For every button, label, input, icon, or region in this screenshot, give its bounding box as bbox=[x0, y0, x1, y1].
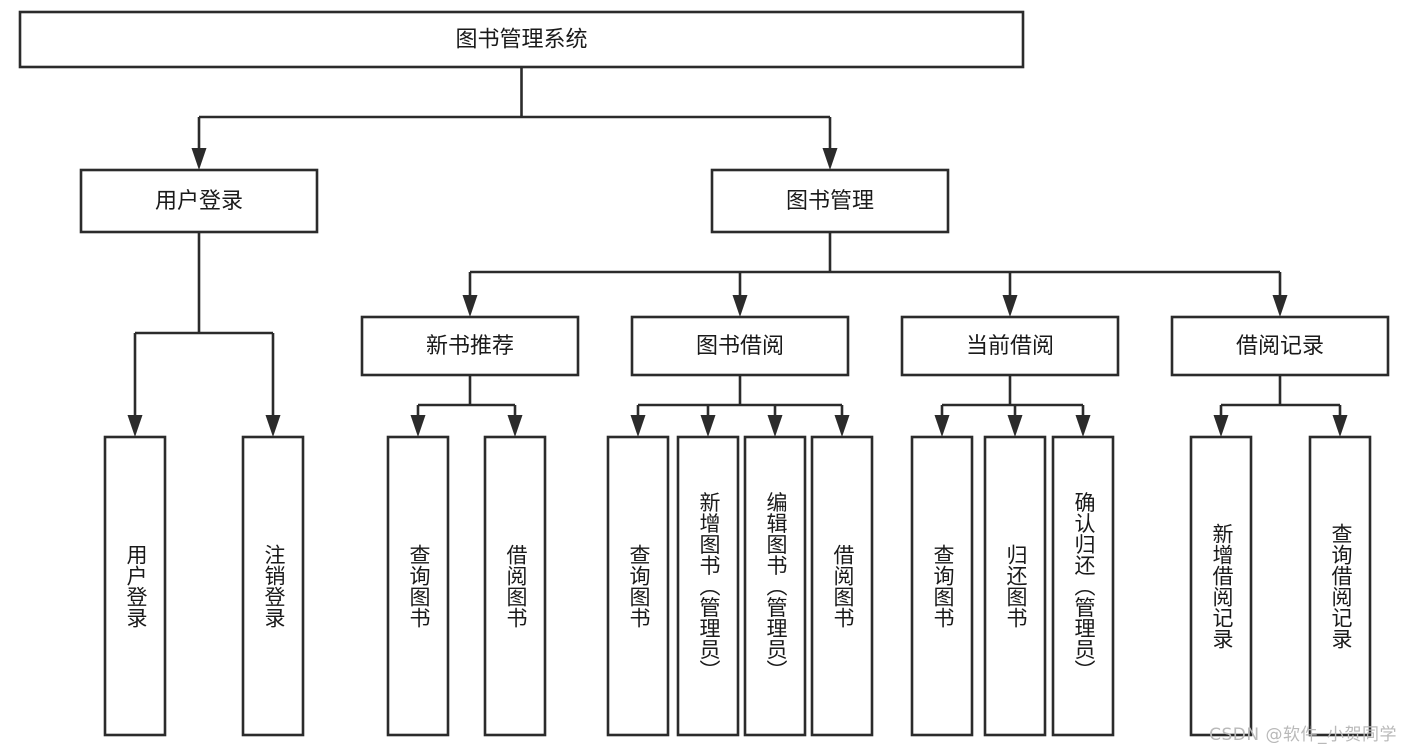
node-leaf-query-book-2[interactable]: 查询图书 bbox=[606, 435, 670, 737]
edge-arrowhead bbox=[732, 295, 748, 317]
edge-group-current-borrow bbox=[934, 375, 1091, 437]
node-user-login[interactable]: 用户登录 bbox=[79, 168, 319, 234]
node-box-leaf-borrow-book-1[interactable] bbox=[483, 435, 547, 737]
edge-arrowhead bbox=[265, 415, 281, 437]
node-box-leaf-query-record[interactable] bbox=[1308, 435, 1372, 737]
node-box-new-book-rec[interactable] bbox=[360, 315, 580, 377]
node-label-current-borrow: 当前借阅 bbox=[966, 334, 1054, 359]
node-box-book-borrow[interactable] bbox=[630, 315, 850, 377]
edge-group-user-login bbox=[127, 232, 281, 437]
edge-arrowhead bbox=[1332, 415, 1348, 437]
edge-arrowhead bbox=[1075, 415, 1091, 437]
node-box-leaf-edit-book[interactable] bbox=[743, 435, 807, 737]
node-label-leaf-user-login: 用户登录 bbox=[124, 544, 148, 628]
node-label-user-login: 用户登录 bbox=[155, 189, 243, 214]
edge-group-root bbox=[191, 67, 838, 170]
node-borrow-record[interactable]: 借阅记录 bbox=[1170, 315, 1390, 377]
node-leaf-logout[interactable]: 注销登录 bbox=[241, 435, 305, 737]
node-root[interactable]: 图书管理系统 bbox=[18, 10, 1025, 69]
edge-layer bbox=[127, 67, 1348, 437]
edge-arrowhead bbox=[1272, 295, 1288, 317]
edge-group-new-book-rec bbox=[410, 375, 523, 437]
node-box-leaf-logout[interactable] bbox=[241, 435, 305, 737]
node-leaf-query-book-3[interactable]: 查询图书 bbox=[910, 435, 974, 737]
node-label-leaf-query-record: 查询借阅记录 bbox=[1329, 523, 1353, 649]
edge-group-borrow-record bbox=[1213, 375, 1348, 437]
edge-arrowhead bbox=[822, 148, 838, 170]
node-layer: 图书管理系统用户登录图书管理新书推荐图书借阅当前借阅借阅记录用户登录注销登录查询… bbox=[18, 10, 1390, 737]
node-label-leaf-query-book-1: 查询图书 bbox=[407, 544, 431, 628]
edge-arrowhead bbox=[934, 415, 950, 437]
edge-arrowhead bbox=[1213, 415, 1229, 437]
node-label-leaf-confirm-return: 确认归还（管理员） bbox=[1072, 492, 1096, 681]
node-leaf-borrow-book-1[interactable]: 借阅图书 bbox=[483, 435, 547, 737]
edge-arrowhead bbox=[191, 148, 207, 170]
node-label-leaf-return-book: 归还图书 bbox=[1004, 544, 1028, 628]
node-label-leaf-borrow-book-1: 借阅图书 bbox=[504, 544, 528, 628]
node-leaf-confirm-return[interactable]: 确认归还（管理员） bbox=[1051, 435, 1115, 737]
node-leaf-user-login[interactable]: 用户登录 bbox=[103, 435, 167, 737]
edge-arrowhead bbox=[767, 415, 783, 437]
watermark-label: CSDN @软件_小贺同学 bbox=[1209, 725, 1397, 745]
node-box-leaf-borrow-book-2[interactable] bbox=[810, 435, 874, 737]
node-label-book-borrow: 图书借阅 bbox=[696, 334, 784, 359]
node-box-book-manage[interactable] bbox=[710, 168, 950, 234]
edge-arrowhead bbox=[410, 415, 426, 437]
node-box-leaf-query-book-3[interactable] bbox=[910, 435, 974, 737]
node-label-leaf-add-record: 新增借阅记录 bbox=[1210, 523, 1234, 649]
node-new-book-rec[interactable]: 新书推荐 bbox=[360, 315, 580, 377]
node-box-leaf-add-record[interactable] bbox=[1189, 435, 1253, 737]
node-label-book-manage: 图书管理 bbox=[786, 189, 874, 214]
node-box-leaf-user-login[interactable] bbox=[103, 435, 167, 737]
edge-group-book-borrow bbox=[630, 375, 850, 437]
node-label-leaf-add-book: 新增图书（管理员） bbox=[697, 492, 721, 681]
node-label-leaf-logout: 注销登录 bbox=[262, 544, 286, 628]
node-box-leaf-return-book[interactable] bbox=[983, 435, 1047, 737]
edge-arrowhead bbox=[507, 415, 523, 437]
node-box-borrow-record[interactable] bbox=[1170, 315, 1390, 377]
node-label-leaf-query-book-3: 查询图书 bbox=[931, 544, 955, 628]
node-box-leaf-query-book-1[interactable] bbox=[386, 435, 450, 737]
edge-group-book-manage bbox=[462, 232, 1288, 317]
node-book-borrow[interactable]: 图书借阅 bbox=[630, 315, 850, 377]
node-label-leaf-borrow-book-2: 借阅图书 bbox=[831, 544, 855, 628]
node-label-leaf-edit-book: 编辑图书（管理员） bbox=[764, 492, 788, 681]
node-box-root[interactable] bbox=[18, 10, 1025, 69]
node-leaf-add-record[interactable]: 新增借阅记录 bbox=[1189, 435, 1253, 737]
node-leaf-add-book[interactable]: 新增图书（管理员） bbox=[676, 435, 740, 737]
node-box-current-borrow[interactable] bbox=[900, 315, 1120, 377]
node-leaf-return-book[interactable]: 归还图书 bbox=[983, 435, 1047, 737]
node-box-user-login[interactable] bbox=[79, 168, 319, 234]
node-label-borrow-record: 借阅记录 bbox=[1236, 334, 1324, 359]
edge-arrowhead bbox=[834, 415, 850, 437]
edge-arrowhead bbox=[1007, 415, 1023, 437]
node-leaf-query-record[interactable]: 查询借阅记录 bbox=[1308, 435, 1372, 737]
edge-arrowhead bbox=[462, 295, 478, 317]
node-box-leaf-confirm-return[interactable] bbox=[1051, 435, 1115, 737]
node-label-leaf-query-book-2: 查询图书 bbox=[627, 544, 651, 628]
node-leaf-edit-book[interactable]: 编辑图书（管理员） bbox=[743, 435, 807, 737]
node-leaf-borrow-book-2[interactable]: 借阅图书 bbox=[810, 435, 874, 737]
edge-arrowhead bbox=[630, 415, 646, 437]
node-label-root: 图书管理系统 bbox=[455, 28, 587, 53]
node-leaf-query-book-1[interactable]: 查询图书 bbox=[386, 435, 450, 737]
edge-arrowhead bbox=[127, 415, 143, 437]
edge-arrowhead bbox=[700, 415, 716, 437]
node-book-manage[interactable]: 图书管理 bbox=[710, 168, 950, 234]
node-label-new-book-rec: 新书推荐 bbox=[426, 334, 514, 359]
node-box-leaf-query-book-2[interactable] bbox=[606, 435, 670, 737]
node-current-borrow[interactable]: 当前借阅 bbox=[900, 315, 1120, 377]
edge-arrowhead bbox=[1002, 295, 1018, 317]
node-box-leaf-add-book[interactable] bbox=[676, 435, 740, 737]
